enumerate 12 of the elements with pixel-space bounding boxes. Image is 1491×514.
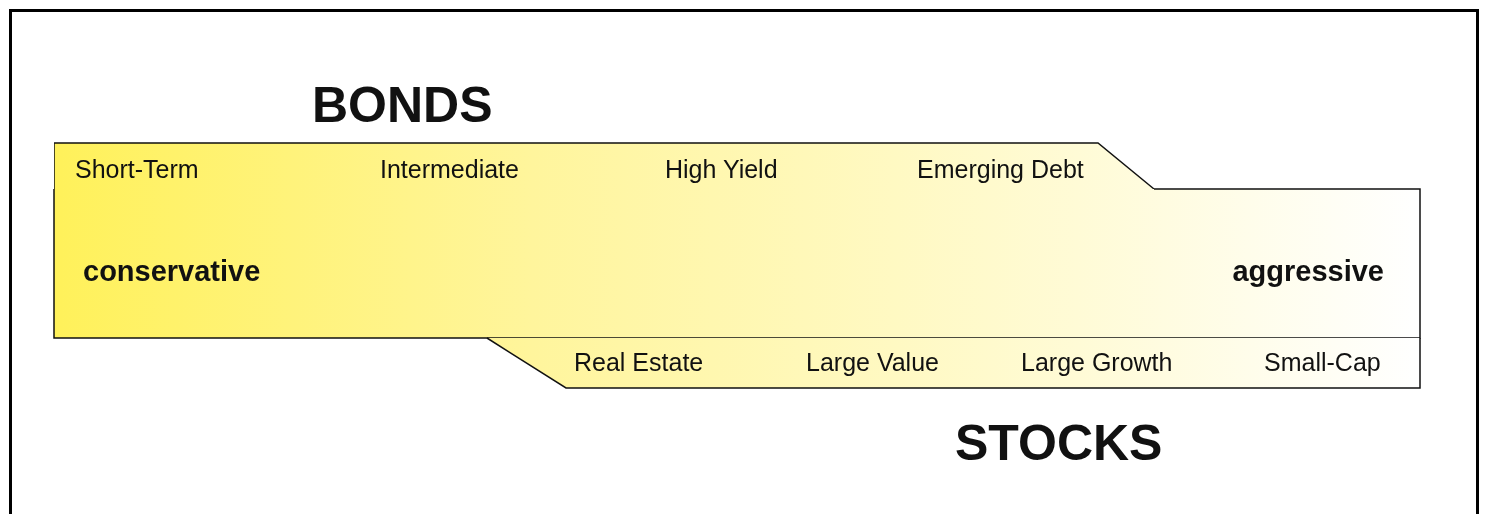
category-label: Small-Cap <box>1264 350 1381 375</box>
category-label: Large Value <box>806 350 939 375</box>
scale-label: aggressive <box>1232 257 1384 286</box>
category-label: Real Estate <box>574 350 704 375</box>
category-label: Large Growth <box>1021 350 1173 375</box>
category-label: High Yield <box>665 157 778 182</box>
scale-label: conservative <box>83 257 261 286</box>
band-heading: STOCKS <box>955 418 1163 468</box>
category-label: Short-Term <box>75 157 199 182</box>
category-label: Intermediate <box>380 157 519 182</box>
band-heading: BONDS <box>312 80 493 130</box>
category-label: Emerging Debt <box>917 157 1084 182</box>
